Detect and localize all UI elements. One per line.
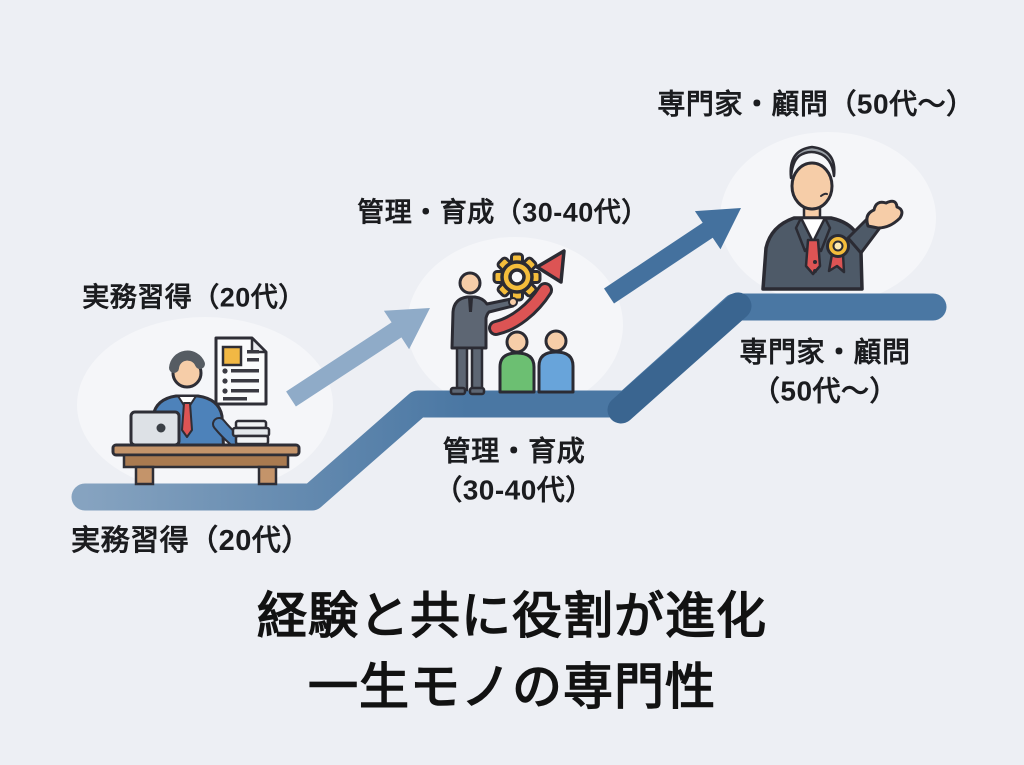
consultant-hand — [867, 201, 902, 228]
gear-icon — [494, 254, 540, 300]
manager-training-illustration — [451, 251, 573, 394]
books-stack — [233, 421, 269, 444]
career-path — [85, 306, 933, 497]
stage3-bottom-line1: 専門家・顧問 — [739, 336, 911, 368]
laptop-icon — [131, 412, 179, 445]
trainee-blue — [539, 331, 573, 392]
stage2-bottom-line2: （30-40代） — [434, 474, 594, 505]
main-title: 経験と共に役割が進化 一生モノの専門性 — [257, 581, 767, 723]
up-arrow-icon-dark — [604, 208, 741, 304]
stage1-bottom-label: 実務習得（20代） — [71, 524, 311, 557]
stage3-top-label: 専門家・顧問（50代〜） — [657, 88, 975, 120]
stage2-top-label: 管理・育成（30-40代） — [357, 197, 649, 228]
desk — [113, 445, 299, 484]
growth-arrow-icon — [496, 251, 564, 328]
award-badge-icon — [828, 236, 849, 273]
stage3-bottom-label: 専門家・顧問 （50代〜） — [739, 333, 910, 410]
consultant-face — [792, 163, 832, 209]
trainee-green — [500, 332, 534, 392]
consultant-tie — [806, 240, 820, 274]
up-arrow-icon-light — [286, 308, 430, 407]
consultant-hair — [791, 147, 835, 178]
manager-figure — [451, 273, 517, 394]
stage3-bottom-line2: （50代〜） — [751, 375, 899, 406]
main-title-line1: 経験と共に役割が進化 — [257, 588, 767, 644]
document-icon — [216, 338, 266, 404]
career-path-line — [85, 307, 933, 497]
main-title-line2: 一生モノの専門性 — [308, 659, 716, 715]
stage1-top-label: 実務習得（20代） — [82, 282, 306, 313]
worker-at-desk-illustration — [113, 338, 299, 484]
stage2-bottom-label: 管理・育成 （30-40代） — [434, 432, 594, 509]
senior-consultant-illustration — [763, 147, 902, 289]
career-path-bevel — [621, 306, 738, 410]
stage2-bottom-line1: 管理・育成 — [442, 435, 586, 467]
